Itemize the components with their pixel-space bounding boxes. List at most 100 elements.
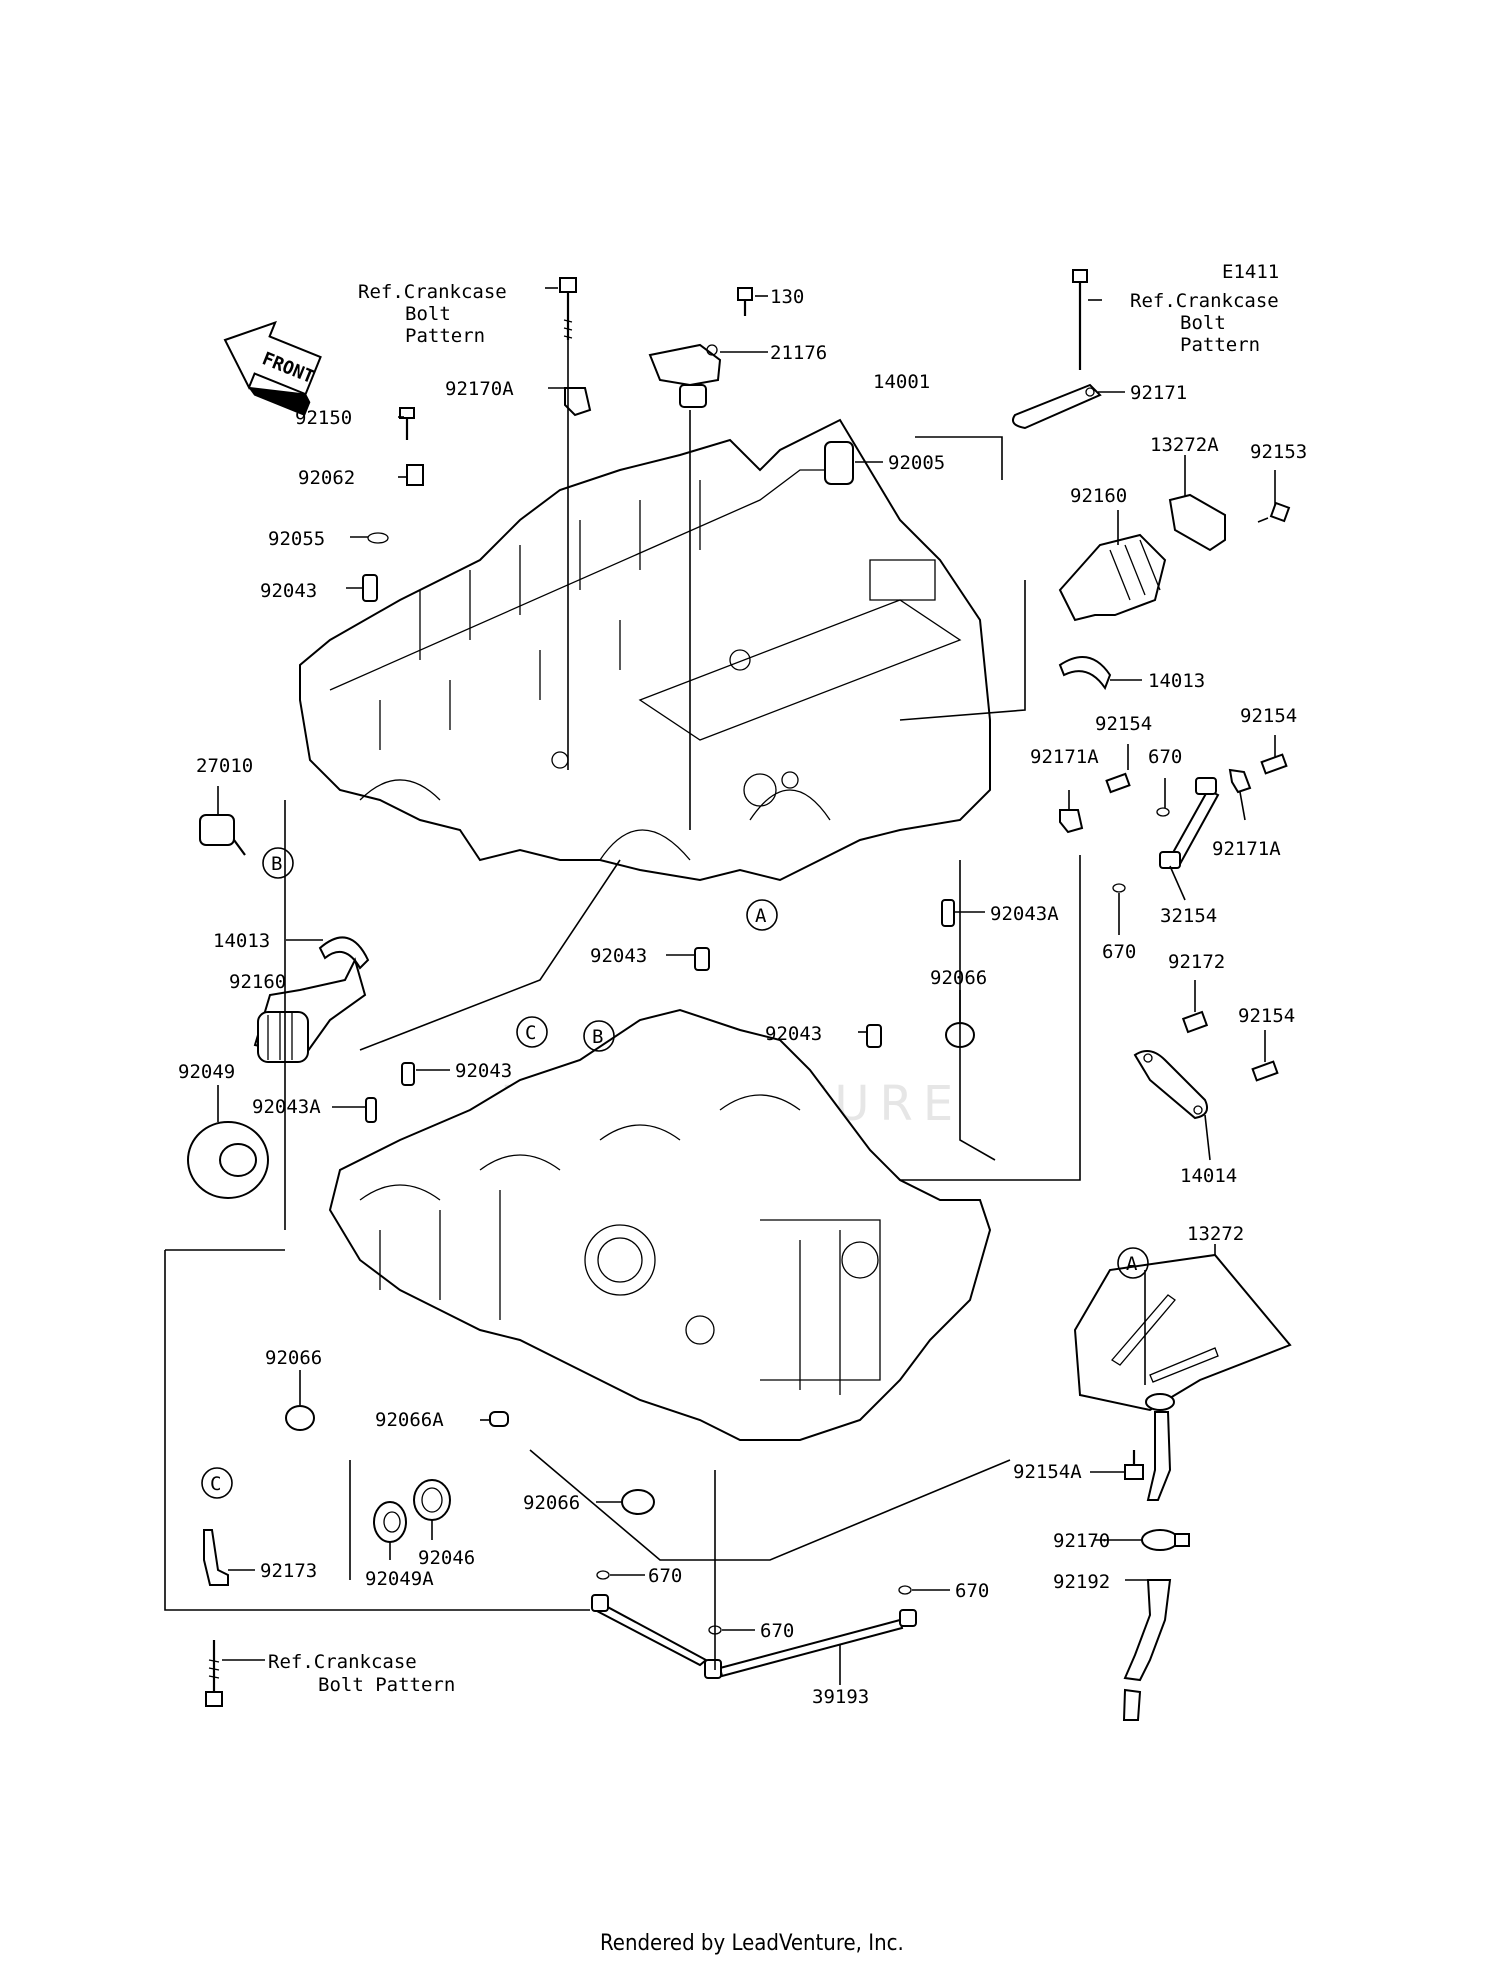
lower-crankcase (328, 1008, 992, 1441)
fitting-92062 (406, 464, 424, 486)
part-label: 92170A (445, 378, 514, 400)
part-label: 13272A (1150, 434, 1219, 456)
letter-a-2: A (1126, 1253, 1138, 1275)
ring-14013-left (318, 936, 370, 970)
ref-callout-2-line2: Bolt (1180, 312, 1226, 334)
part-label: 670 (1148, 746, 1182, 768)
part-label: 92066A (375, 1409, 444, 1431)
ref-callout-3-line1: Ref.Crankcase (268, 1651, 417, 1673)
part-label: 32154 (1160, 905, 1217, 927)
part-label: 92173 (260, 1560, 317, 1582)
washer-670-a (1156, 807, 1170, 817)
bolt-92154A (1124, 1450, 1144, 1480)
bolt-ref-3 (205, 1640, 223, 1707)
letter-b-2: B (592, 1026, 603, 1048)
bolt-92154-b (1260, 753, 1288, 775)
oring-92055 (367, 532, 389, 544)
ref-callout-1-line2: Bolt (405, 303, 451, 325)
part-label: 92192 (1053, 1571, 1110, 1593)
plug-92066-left (285, 1405, 315, 1431)
part-label: 92171A (1030, 746, 1099, 768)
pipe-strainer (1146, 1411, 1172, 1501)
dowel-92043-left (401, 1062, 415, 1086)
bolt-92154-c (1251, 1060, 1279, 1082)
part-label: 39193 (812, 1686, 869, 1708)
ref-callout-3-line2: Bolt Pattern (318, 1674, 455, 1696)
part-label: 92154 (1095, 713, 1152, 735)
ref-callout-1-line1: Ref.Crankcase (358, 281, 507, 303)
part-label: 14001 (873, 371, 930, 393)
letter-c-1: C (525, 1022, 536, 1044)
part-label: 92154A (1013, 1461, 1082, 1483)
sensor-27010 (199, 814, 246, 856)
part-label: 670 (760, 1620, 794, 1642)
dowel-92043A-right (941, 899, 955, 927)
part-label: 92154 (1238, 1005, 1295, 1027)
screen-13272 (1073, 1253, 1292, 1412)
part-label: 92171A (1212, 838, 1281, 860)
part-label: 92153 (1250, 441, 1307, 463)
sensor-21176 (648, 343, 722, 408)
clip-92171A-right (1228, 768, 1252, 794)
bolt-92172 (1181, 1010, 1209, 1034)
part-label: 92055 (268, 528, 325, 550)
hose-92192 (1122, 1579, 1172, 1721)
part-label: 92066 (523, 1492, 580, 1514)
part-label: 92160 (229, 971, 286, 993)
bracket-92173 (203, 1529, 229, 1586)
part-label: 92150 (295, 407, 352, 429)
part-label: 14013 (213, 930, 270, 952)
ref-letters: B A B C A C (201, 847, 1149, 1499)
part-label: 21176 (770, 342, 827, 364)
part-label: 92154 (1240, 705, 1297, 727)
plug-92005 (824, 441, 854, 485)
dowel-92043-right (866, 1024, 882, 1048)
ref-callout-2-line1: Ref.Crankcase (1130, 290, 1279, 312)
part-label: 14014 (1180, 1165, 1237, 1187)
part-label: 670 (648, 1565, 682, 1587)
ref-callout-3: Ref.Crankcase Bolt Pattern (268, 1651, 455, 1696)
clamp-92170 (1141, 1529, 1190, 1551)
seal-92049 (187, 1121, 269, 1199)
part-label: 92172 (1168, 951, 1225, 973)
part-label: 670 (1102, 941, 1136, 963)
part-label: 670 (955, 1580, 989, 1602)
part-label: 92049 (178, 1061, 235, 1083)
part-label: 92043A (252, 1096, 321, 1118)
part-label: 92160 (1070, 485, 1127, 507)
seal-92049A (373, 1501, 407, 1543)
shaft-92160-left (253, 957, 367, 1063)
pipe-39193 (591, 1594, 917, 1679)
part-label: 92066 (930, 967, 987, 989)
bracket-13272A (1168, 493, 1226, 552)
plate-14014 (1133, 1050, 1208, 1120)
part-label: 92043 (455, 1060, 512, 1082)
ref-callout-2-line3: Pattern (1180, 334, 1260, 356)
plug-92066-bottom (621, 1489, 655, 1515)
part-label: 92062 (298, 467, 355, 489)
ref-callout-1: Ref.Crankcase Bolt Pattern (358, 281, 507, 347)
bolt-92154-a (1105, 772, 1131, 794)
part-label: 92043 (260, 580, 317, 602)
part-label: 92066 (265, 1347, 322, 1369)
washers-670 (596, 1570, 912, 1635)
dowel-92066A (489, 1411, 509, 1427)
part-label: 27010 (196, 755, 253, 777)
bolt-ref-1 (559, 277, 577, 340)
dowel-92043A-left (365, 1097, 377, 1123)
clip-92170A (564, 387, 592, 417)
pipe-32154 (1159, 777, 1220, 869)
letter-a-1: A (755, 905, 767, 927)
ref-callout-2: Ref.Crankcase Bolt Pattern (1130, 290, 1279, 356)
shaft-92160-right (1058, 533, 1167, 622)
part-label: 92043A (990, 903, 1059, 925)
part-label: 92046 (418, 1547, 475, 1569)
letter-c-2: C (210, 1473, 221, 1495)
part-label: 92005 (888, 452, 945, 474)
part-label: 92043 (765, 1023, 822, 1045)
dowel-92043-top (362, 574, 378, 602)
part-label: 92049A (365, 1568, 434, 1590)
part-label: 13272 (1187, 1223, 1244, 1245)
bolt-130 (737, 287, 753, 316)
plate-92171 (1012, 383, 1102, 430)
